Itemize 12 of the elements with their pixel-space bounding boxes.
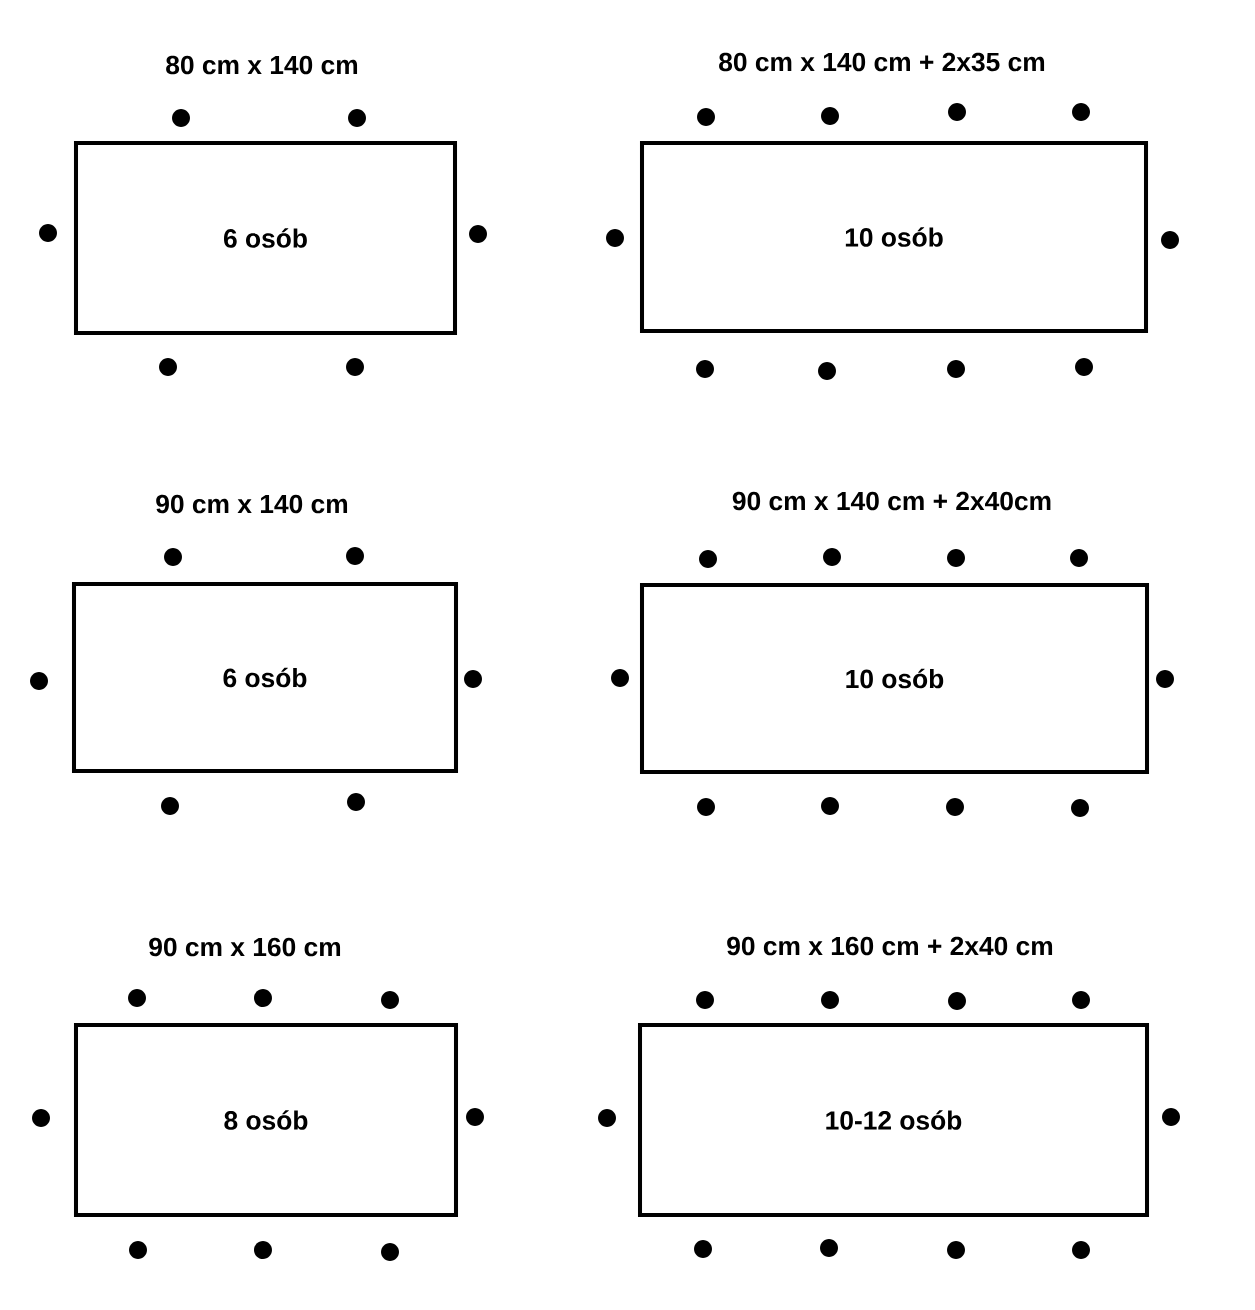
size-label: 80 cm x 140 cm bbox=[166, 55, 358, 75]
table-box: 6 osób bbox=[72, 582, 458, 773]
size-label: 80 cm x 140 cm + 2x35 cm bbox=[719, 52, 1045, 72]
table-box: 10 osób bbox=[640, 583, 1150, 774]
table-box: 10-12 osób bbox=[638, 1022, 1150, 1217]
size-label: 90 cm x 140 cm + 2x40cm bbox=[732, 491, 1051, 511]
table-box: 6 osób bbox=[74, 140, 458, 335]
table-box: 10 osób bbox=[640, 140, 1149, 333]
size-label: 90 cm x 160 cm bbox=[149, 937, 341, 957]
table-box: 8 osób bbox=[74, 1022, 458, 1217]
size-label: 90 cm x 140 cm bbox=[156, 494, 348, 514]
size-label: 90 cm x 160 cm + 2x40 cm bbox=[727, 936, 1053, 956]
